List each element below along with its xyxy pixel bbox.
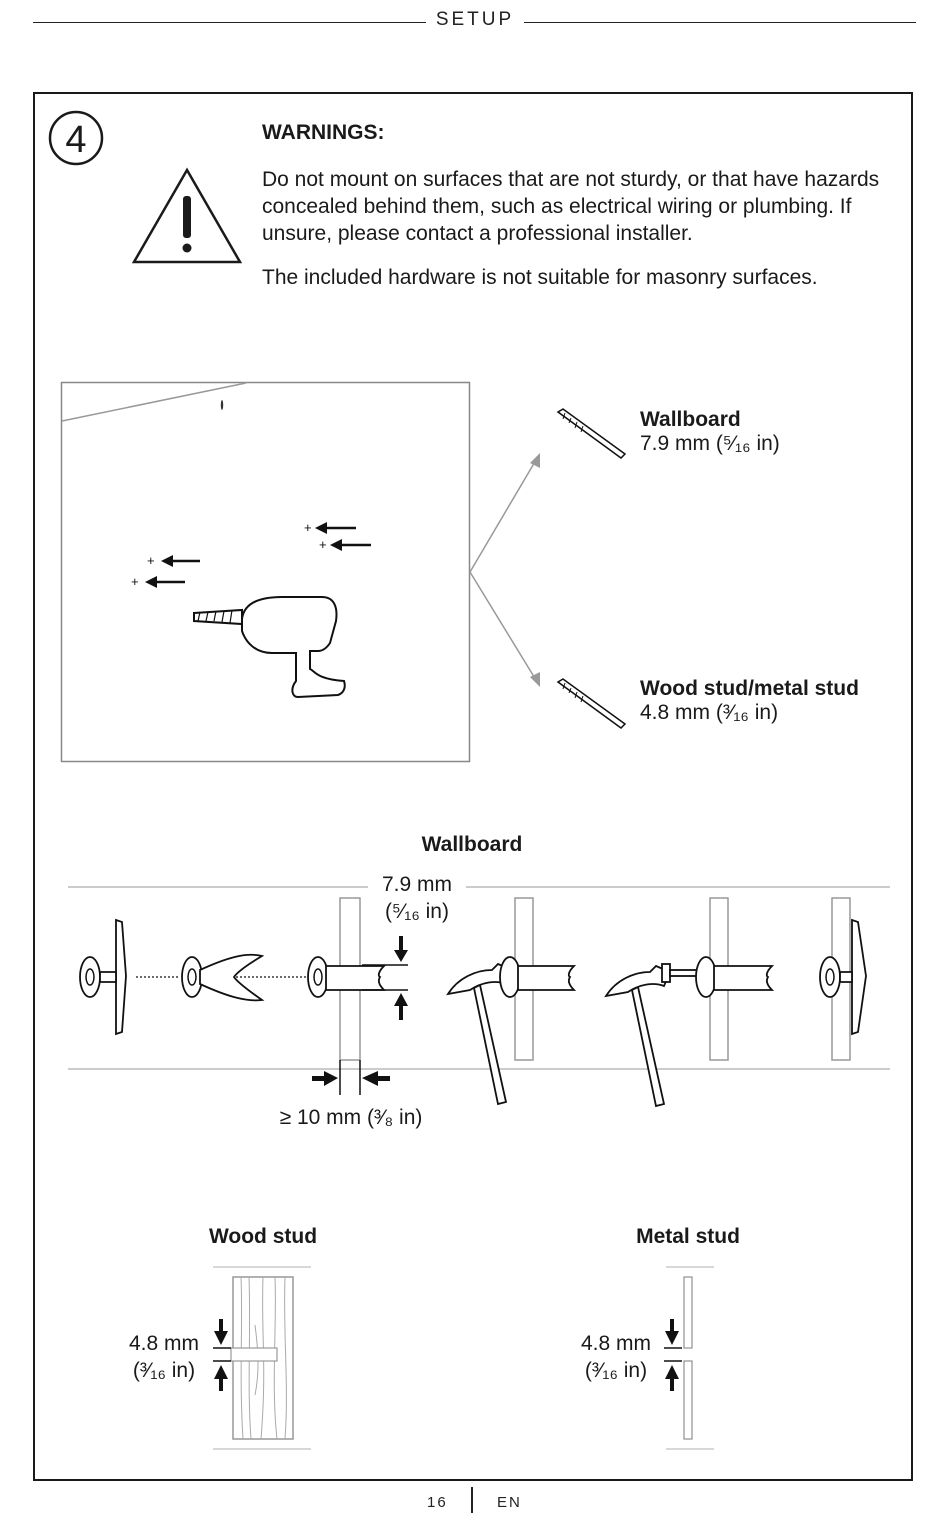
svg-text:+: + — [147, 553, 155, 568]
warning-paragraph-masonry: The included hardware is not suitable fo… — [262, 266, 818, 289]
header-rule-left — [33, 22, 428, 23]
section-title: SETUP — [0, 9, 950, 31]
wallboard-section-title: Wallboard — [421, 833, 523, 856]
drill-bit-wallboard-label: Wallboard 7.9 mm (⁵⁄₁₆ in) — [640, 408, 780, 455]
metal-stud-title: Metal stud — [636, 1225, 740, 1248]
page-number: 16 — [427, 1494, 448, 1511]
drill-bit-stud-icon — [556, 678, 627, 729]
svg-text:+: + — [319, 537, 327, 552]
drilling-illustration: + + + + — [60, 381, 471, 763]
svg-text:+: + — [131, 574, 139, 589]
metal-stud-diagram — [664, 1266, 714, 1450]
wallboard-anchor-sequence — [68, 886, 890, 1108]
footer-divider — [471, 1487, 473, 1513]
wall-thickness-label: ≥ 10 mm (³⁄₈ in) — [279, 1106, 423, 1129]
warning-icon — [131, 167, 243, 264]
wood-stud-hole-size: 4.8 mm (³⁄₁₆ in) — [128, 1332, 199, 1382]
instruction-panel — [33, 92, 913, 1481]
wood-stud-title: Wood stud — [208, 1225, 318, 1248]
step-number: 4 — [65, 119, 86, 161]
drill-bit-callout-lines — [469, 453, 540, 687]
metal-stud-hole-size: 4.8 mm (³⁄₁₆ in) — [580, 1332, 651, 1382]
header-rule-right — [522, 22, 916, 23]
step-number-badge: 4 — [48, 110, 104, 166]
drill-bit-wallboard-icon — [556, 408, 627, 459]
svg-text:+: + — [304, 520, 312, 535]
warnings-title: WARNINGS: — [262, 121, 385, 144]
warning-paragraph-mounting: Do not mount on surfaces that are not st… — [262, 168, 880, 245]
drill-bit-stud-label: Wood stud/metal stud 4.8 mm (³⁄₁₆ in) — [640, 677, 859, 724]
wood-stud-diagram — [213, 1266, 311, 1450]
wallboard-hole-size: 7.9 mm (⁵⁄₁₆ in) — [381, 873, 452, 923]
language-code: EN — [497, 1494, 522, 1511]
